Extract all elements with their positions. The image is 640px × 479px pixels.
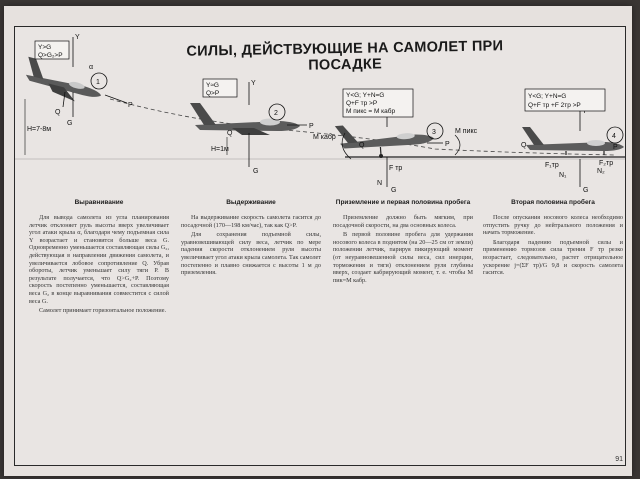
stage3-formula-3: M пикс = M кабр [346,107,395,115]
stage4-formula-2: Q+F тр +F 2тр >P [528,102,581,109]
height-label-2: H=1м [211,146,229,153]
stage1-Y-label: Y [75,34,80,41]
aircraft-stage-3 [334,125,434,158]
stage2-formula-2: Q>P [206,90,219,97]
column-paragraph: На выдерживание скорость самолета гаситс… [181,214,321,229]
column-paragraph: В первой половине пробега для удержания … [333,231,473,284]
stage2-Y-label: Y [251,80,256,87]
column-paragraph: Для сохранения подъемной силы, уравновеш… [181,231,321,277]
landing-diagram: Y P Q G α 1 Y>G Q>G₂>P H=7-8м Y P [15,34,625,194]
stage4-F2-label: F₂тр [599,160,613,167]
column-paragraph: Самолет принимает горизонтальное положен… [39,307,167,315]
stage4-Q-label: Q [521,142,527,149]
stage1-Q-label: Q [55,109,61,116]
stage4-number-text: 4 [612,133,616,140]
page-number: 91 [615,456,623,463]
stage2-formula-1: Y≈G [206,82,219,89]
column-leveling: Выравнивание Для вывода самолета из угла… [29,199,169,317]
stage2-number: 2 [274,110,278,117]
stage3-number: 3 [432,129,436,136]
column-heading: Выдерживание [226,199,276,206]
column-paragraph: Благодаря падению подъемной силы и приме… [483,238,623,277]
column-paragraph: Приземление должно быть мягким, при поса… [333,214,473,229]
column-heading: Вторая половина пробега [511,199,595,206]
photographed-page: СИЛЫ, ДЕЙСТВУЮЩИЕ НА САМОЛЕТ ПРИ ПОСАДКЕ… [4,6,632,476]
stage4-F1-label: F₁тр [545,162,559,169]
stage3-Mkabr-label: M кабр [313,133,336,141]
column-second-half: Вторая половина пробега После опускания … [483,199,623,279]
stage1-formula-1: Y>G [38,44,51,51]
column-heading: Выравнивание [74,199,124,206]
stage3-P-label: P [445,141,450,148]
stage1-formula-2: Q>G₂>P [38,52,63,59]
column-holding: Выдерживание На выдерживание скорость са… [181,199,321,279]
stage3-formula-2: Q+F тр >P [346,100,377,107]
stage4-Y-label: Y [582,108,587,115]
stage4-N2-label: N₂ [597,168,605,175]
stage1-P-label: P [128,102,133,109]
stage2-P-label: P [309,123,314,130]
stage4-P-label: P [613,144,618,151]
height-label-1: H=7-8м [27,126,51,133]
aircraft-stage-2 [190,103,300,135]
stage1-G-label: G [67,120,72,127]
column-touchdown: Приземление и первая половина пробега Пр… [333,199,473,286]
stage4-N1-label: N₁ [559,172,567,179]
stage3-N-label: N [377,180,382,187]
column-paragraph: После опускания носового колеса необходи… [483,214,623,237]
stage2-G-label: G [253,168,258,175]
stage2-Q-label: Q [227,130,233,137]
stage3-formula-1: Y<G; Y+N=G [346,92,384,99]
aircraft-stage-1 [25,56,102,102]
stage1-alpha-label: α [89,64,93,71]
stage4-formula-1: Y<G; Y+N=G [528,93,566,100]
column-heading: Приземление и первая половина пробега [335,199,471,206]
stage3-G-label: G [391,187,396,194]
stage3-Mpiks-label: M пикс [455,128,478,135]
stage3-Q-label: Q [359,142,365,149]
stage1-number: 1 [96,79,100,86]
aircraft-stage-4 [522,127,624,155]
stage4-G-label: G [583,187,588,194]
column-paragraph: Для вывода самолета из угла планирования… [29,214,169,305]
glide-path [109,98,616,156]
poster-frame: СИЛЫ, ДЕЙСТВУЮЩИЕ НА САМОЛЕТ ПРИ ПОСАДКЕ… [14,26,626,466]
stage3-F-label: F тр [389,165,402,172]
